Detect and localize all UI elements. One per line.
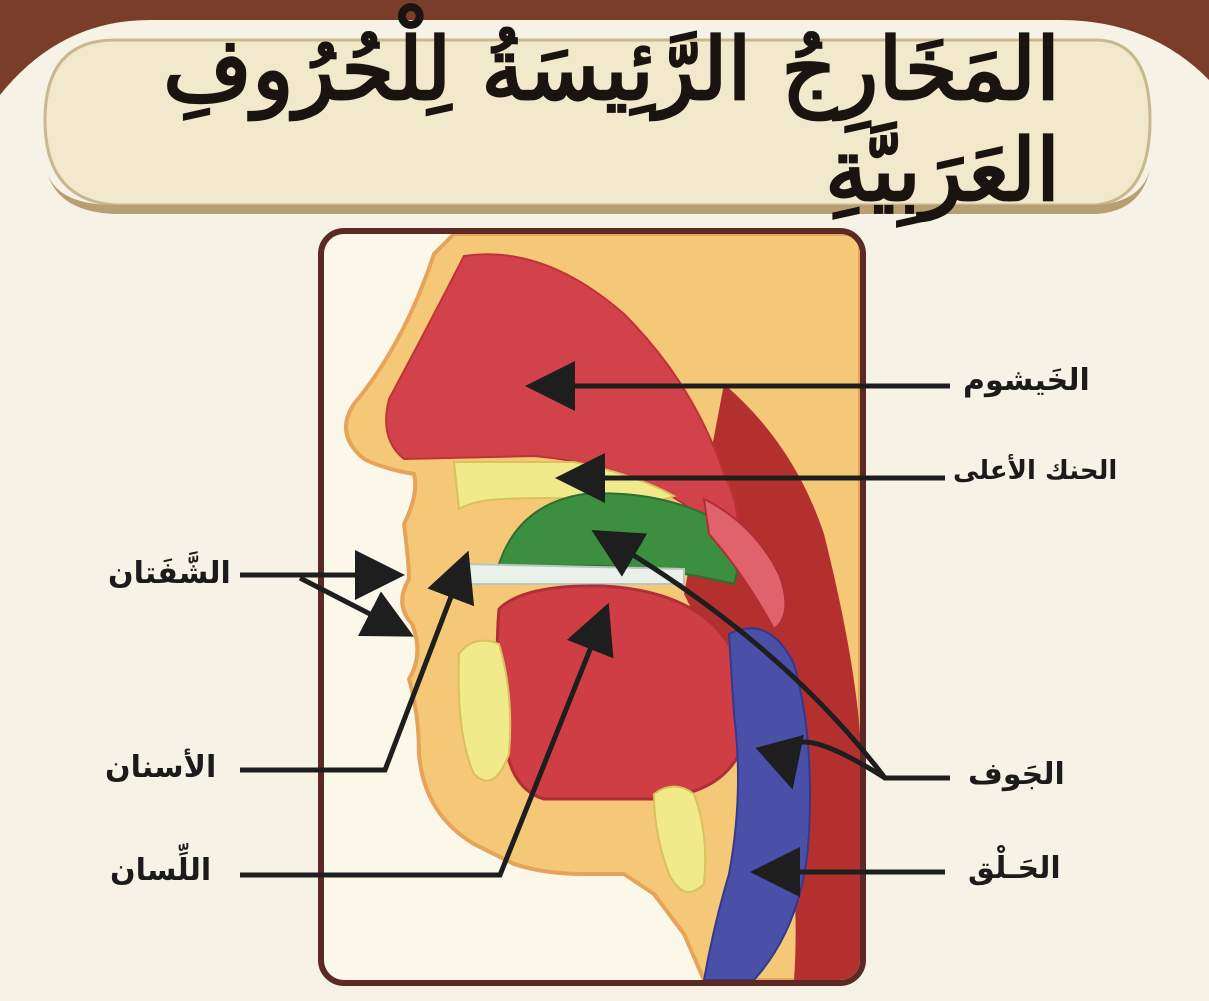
label-halq: الحَـلْق [968,851,1061,886]
label-khayshum: الخَيشوم [963,363,1090,398]
anatomy-panel [318,228,866,986]
label-hanak: الحنك الأعلى [953,456,1117,486]
head-cross-section [324,234,860,980]
label-jawf: الجَوف [968,757,1065,792]
label-asnan: الأسنان [105,750,216,785]
label-shafatan: الشَّفَتان [108,556,231,591]
label-lisan: اللِّسان [110,853,211,888]
page-title: المَخَارِجُ الرَّئِيسَةُ لِلْحُرُوفِ الع… [150,55,1060,185]
